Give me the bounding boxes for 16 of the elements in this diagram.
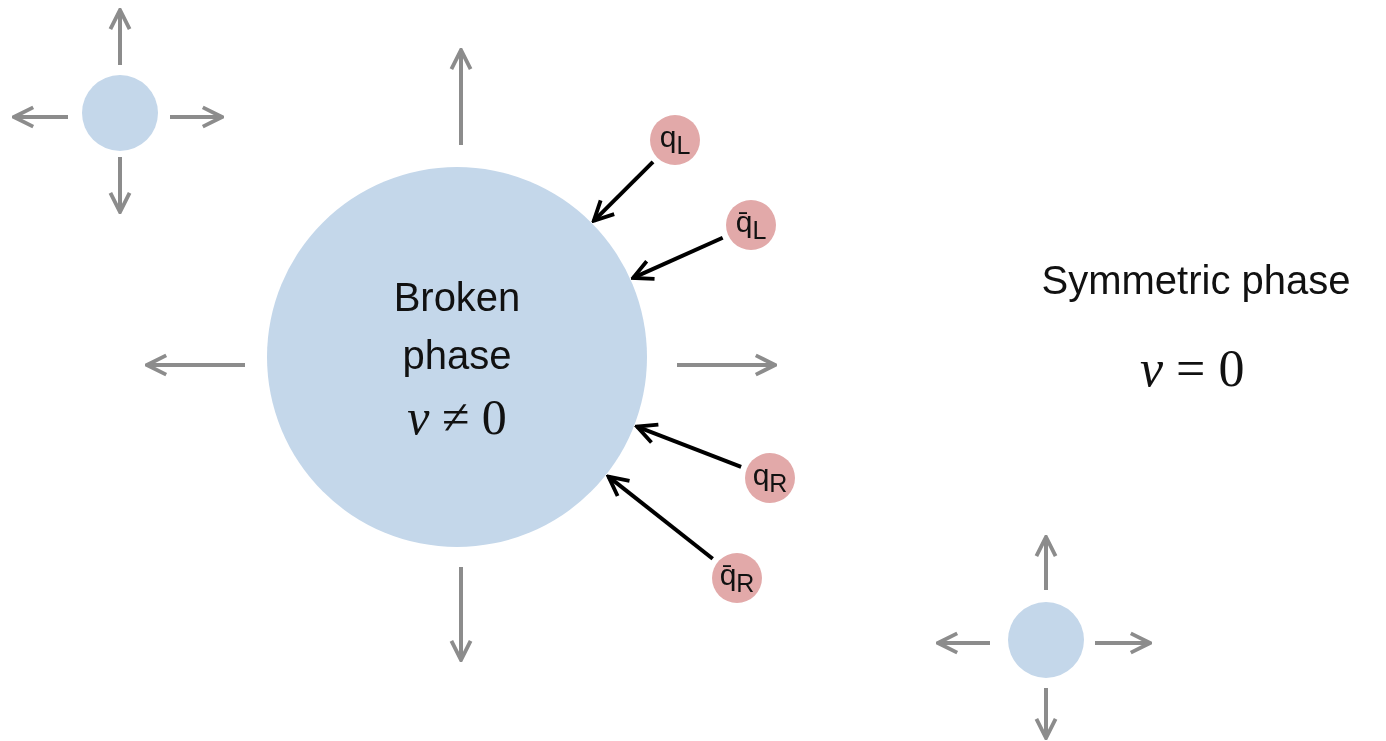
particle-circle <box>745 453 795 503</box>
arrow <box>591 160 655 223</box>
particle-circle <box>712 553 762 603</box>
math-expression: v = 0 <box>1140 338 1245 398</box>
math-expression: v ≠ 0 <box>407 388 507 446</box>
particle-symbol: q$_{L}$ <box>659 122 691 158</box>
phase-label: Symmetric phase <box>1041 257 1351 303</box>
particle-circle <box>650 115 700 165</box>
particle-symbol: q$_{R}$ <box>752 460 788 496</box>
phase-label: Broken phase <box>392 274 522 379</box>
arrow <box>635 422 742 469</box>
arrow <box>631 235 724 281</box>
particle-symbol: q̄$_{R}$ <box>719 560 755 596</box>
arrow <box>606 474 714 561</box>
particle-symbol: q̄$_{L}$ <box>735 207 767 243</box>
particle-circle <box>726 200 776 250</box>
